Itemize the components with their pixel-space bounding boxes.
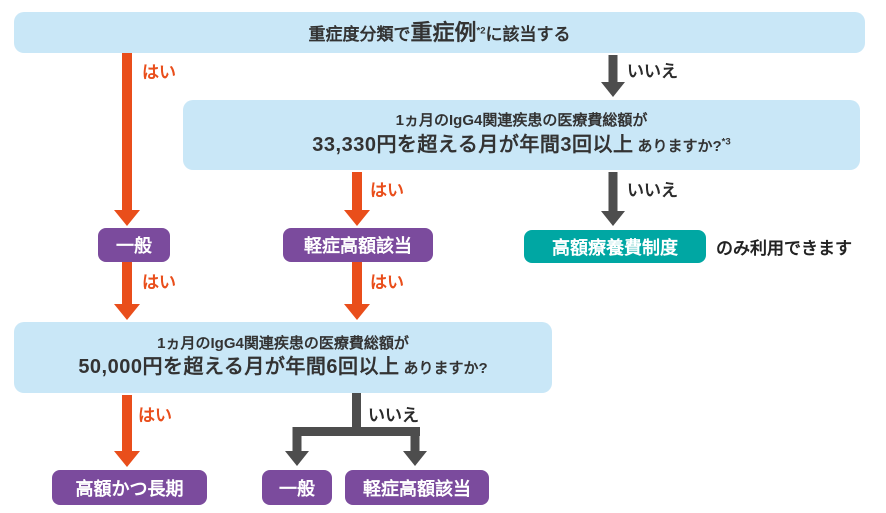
arrow-no-q2-to-kogaku-ryoyo [601,172,625,226]
arrow-no-severity-to-q2 [601,55,625,97]
q1-suffix: に該当する [485,24,571,44]
q2-line2: 33,330円を超える月が年間3回以上ありますか?*3 [312,132,730,159]
arrow-yes-mild-high-to-q3 [344,262,370,320]
note-only-use: のみ利用できます [716,239,852,258]
q1-footnote-marker: *2 [476,25,486,37]
question-severity-text: 重症度分類で重症例*2に該当する [308,18,570,48]
branch-no-stub [352,393,361,436]
edge-label-yes-4: はい [370,273,404,292]
q2-emphasis: 33,330円を超える月が年間3回以上 [312,133,634,156]
arrow-yes-general-to-q3 [114,262,140,320]
q2-suffix: ありますか? [637,137,722,155]
edge-label-no-2: いいえ [627,181,678,200]
arrow-no-branch-to-mild-high [403,427,427,466]
q3-line1: 1ヵ月のIgG4関連疾患の医療費総額が [157,334,409,352]
badge-kogaku-ryoyo: 高額療養費制度 [524,230,706,263]
question-box-33330: 1ヵ月のIgG4関連疾患の医療費総額が 33,330円を超える月が年間3回以上あ… [183,100,860,170]
q1-emphasis: 重症例 [410,19,477,45]
edge-label-yes-3: はい [142,273,176,292]
arrow-yes-q3-to-kogaku-choki [114,395,140,467]
badge-general-top: 一般 [98,228,170,262]
question-box-severity: 重症度分類で重症例*2に該当する [14,12,865,53]
q3-emphasis: 50,000円を超える月が年間6回以上 [78,356,400,379]
arrow-no-branch-to-general [285,427,309,466]
badge-kogaku-choki: 高額かつ長期 [52,470,207,505]
badge-mild-high-bottom: 軽症高額該当 [345,470,489,505]
edge-label-yes-5: はい [138,406,172,425]
edge-label-no-3: いいえ [368,406,419,425]
edge-label-yes-2: はい [370,181,404,200]
badge-general-bottom: 一般 [262,470,332,505]
q2-line1: 1ヵ月のIgG4関連疾患の医療費総額が [395,112,648,130]
edge-label-yes-1: はい [142,63,176,82]
q3-line2: 50,000円を超える月が年間6回以上ありますか? [78,354,487,381]
question-box-50000: 1ヵ月のIgG4関連疾患の医療費総額が 50,000円を超える月が年間6回以上あ… [14,322,552,393]
arrow-yes-q2-to-mild-high [344,172,370,226]
arrow-yes-severity-to-general [114,53,140,226]
q3-suffix: ありますか? [403,360,488,378]
badge-mild-high-top: 軽症高額該当 [283,228,433,262]
branch-no-bar [293,427,420,436]
q1-prefix: 重症度分類で [308,24,411,44]
q2-footnote-marker: *3 [721,136,731,148]
edge-label-no-1: いいえ [627,62,678,81]
